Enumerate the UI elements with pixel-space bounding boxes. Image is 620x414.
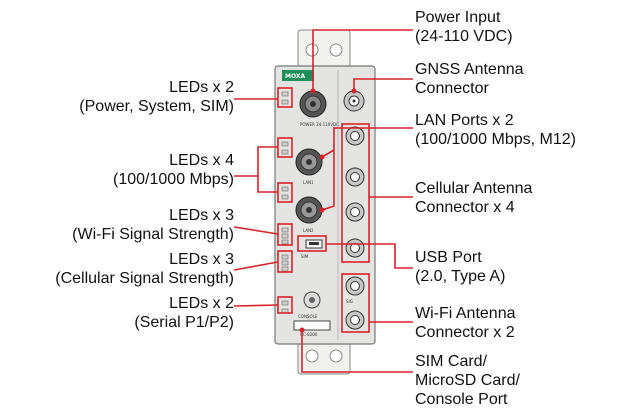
callout-dots bbox=[299, 88, 357, 333]
port-label: SIM bbox=[301, 254, 309, 259]
led-group-cellular bbox=[281, 254, 289, 272]
callout-power-input: Power Input (24-110 VDC) bbox=[415, 8, 513, 46]
led-group-wifi bbox=[281, 227, 289, 245]
callout-line: LEDs x 3 bbox=[169, 251, 234, 268]
port-label: CONSOLE bbox=[298, 314, 318, 319]
callout-wifi-antenna: Wi-Fi Antenna Connector x 2 bbox=[415, 304, 515, 342]
console-port: CONSOLE UC-8200 bbox=[293, 291, 331, 337]
callout-markers bbox=[233, 29, 413, 373]
led-group-lan bbox=[281, 141, 289, 200]
brand-text: MOXA bbox=[285, 73, 305, 80]
callout-line: MicroSD Card/ bbox=[415, 372, 520, 389]
top-mounting-clip bbox=[297, 29, 351, 69]
callout-line: (24-110 VDC) bbox=[415, 28, 513, 45]
gnss-connector bbox=[343, 90, 365, 112]
callout-cellular-antenna: Cellular Antenna Connector x 4 bbox=[415, 179, 532, 217]
callout-line: LEDs x 2 bbox=[169, 295, 234, 312]
port-label: POWER 24-110VDC bbox=[300, 122, 339, 127]
callout-gnss: GNSS Antenna Connector bbox=[415, 60, 524, 98]
port-label: LAN2 bbox=[303, 228, 314, 233]
callout-line: Cellular Antenna bbox=[415, 180, 533, 197]
lan2-connector: LAN2 bbox=[295, 196, 323, 233]
callout-line: (Cellular Signal Strength) bbox=[55, 270, 234, 287]
callout-line: LEDs x 2 bbox=[169, 79, 234, 96]
callout-leds-wifi: LEDs x 3 (Wi-Fi Signal Strength) bbox=[20, 206, 234, 244]
callout-sim-card: SIM Card/ MicroSD Card/ Console Port bbox=[415, 352, 520, 409]
callout-leds-lan: LEDs x 4 (100/1000 Mbps) bbox=[20, 151, 234, 189]
model-label: UC-8200 bbox=[300, 332, 318, 337]
callout-line: (Power, System, SIM) bbox=[79, 98, 234, 115]
brand-badge: MOXA bbox=[282, 70, 314, 81]
callout-line: USB Port bbox=[415, 249, 482, 266]
led-group-power bbox=[281, 91, 289, 105]
callout-line: LEDs x 4 bbox=[169, 152, 234, 169]
callout-line: (100/1000 Mbps, M12) bbox=[415, 131, 576, 148]
callout-line: LEDs x 3 bbox=[169, 207, 234, 224]
callout-leds-serial: LEDs x 2 (Serial P1/P2) bbox=[20, 294, 234, 332]
bottom-mounting-clip bbox=[297, 337, 351, 375]
callout-line: Wi-Fi Antenna bbox=[415, 305, 516, 322]
callout-leds-power: LEDs x 2 (Power, System, SIM) bbox=[20, 78, 234, 116]
usb-port: SIM bbox=[301, 239, 323, 259]
callout-line: Connector x 2 bbox=[415, 324, 515, 341]
callout-lan-ports: LAN Ports x 2 (100/1000 Mbps, M12) bbox=[415, 111, 576, 149]
callout-line: Console Port bbox=[415, 391, 508, 408]
callout-line: Connector bbox=[415, 80, 489, 97]
callout-line: (100/1000 Mbps) bbox=[113, 171, 234, 188]
callout-line: Connector x 4 bbox=[415, 199, 515, 216]
callout-line: GNSS Antenna bbox=[415, 61, 524, 78]
port-label: SIG bbox=[346, 299, 353, 304]
callout-line: LAN Ports x 2 bbox=[415, 112, 514, 129]
callout-usb-port: USB Port (2.0, Type A) bbox=[415, 248, 505, 286]
callout-line: (Wi-Fi Signal Strength) bbox=[72, 226, 234, 243]
wifi-antenna-connectors: SIG bbox=[345, 276, 365, 330]
port-label: LAN1 bbox=[303, 180, 314, 185]
callout-line: (Serial P1/P2) bbox=[134, 314, 234, 331]
lan1-connector: LAN1 bbox=[295, 148, 323, 185]
power-connector: POWER 24-110VDC bbox=[299, 90, 339, 127]
callout-leds-cell: LEDs x 3 (Cellular Signal Strength) bbox=[4, 250, 234, 288]
callout-line: Power Input bbox=[415, 9, 501, 26]
callout-line: SIM Card/ bbox=[415, 353, 488, 370]
callout-line: (2.0, Type A) bbox=[415, 268, 506, 285]
